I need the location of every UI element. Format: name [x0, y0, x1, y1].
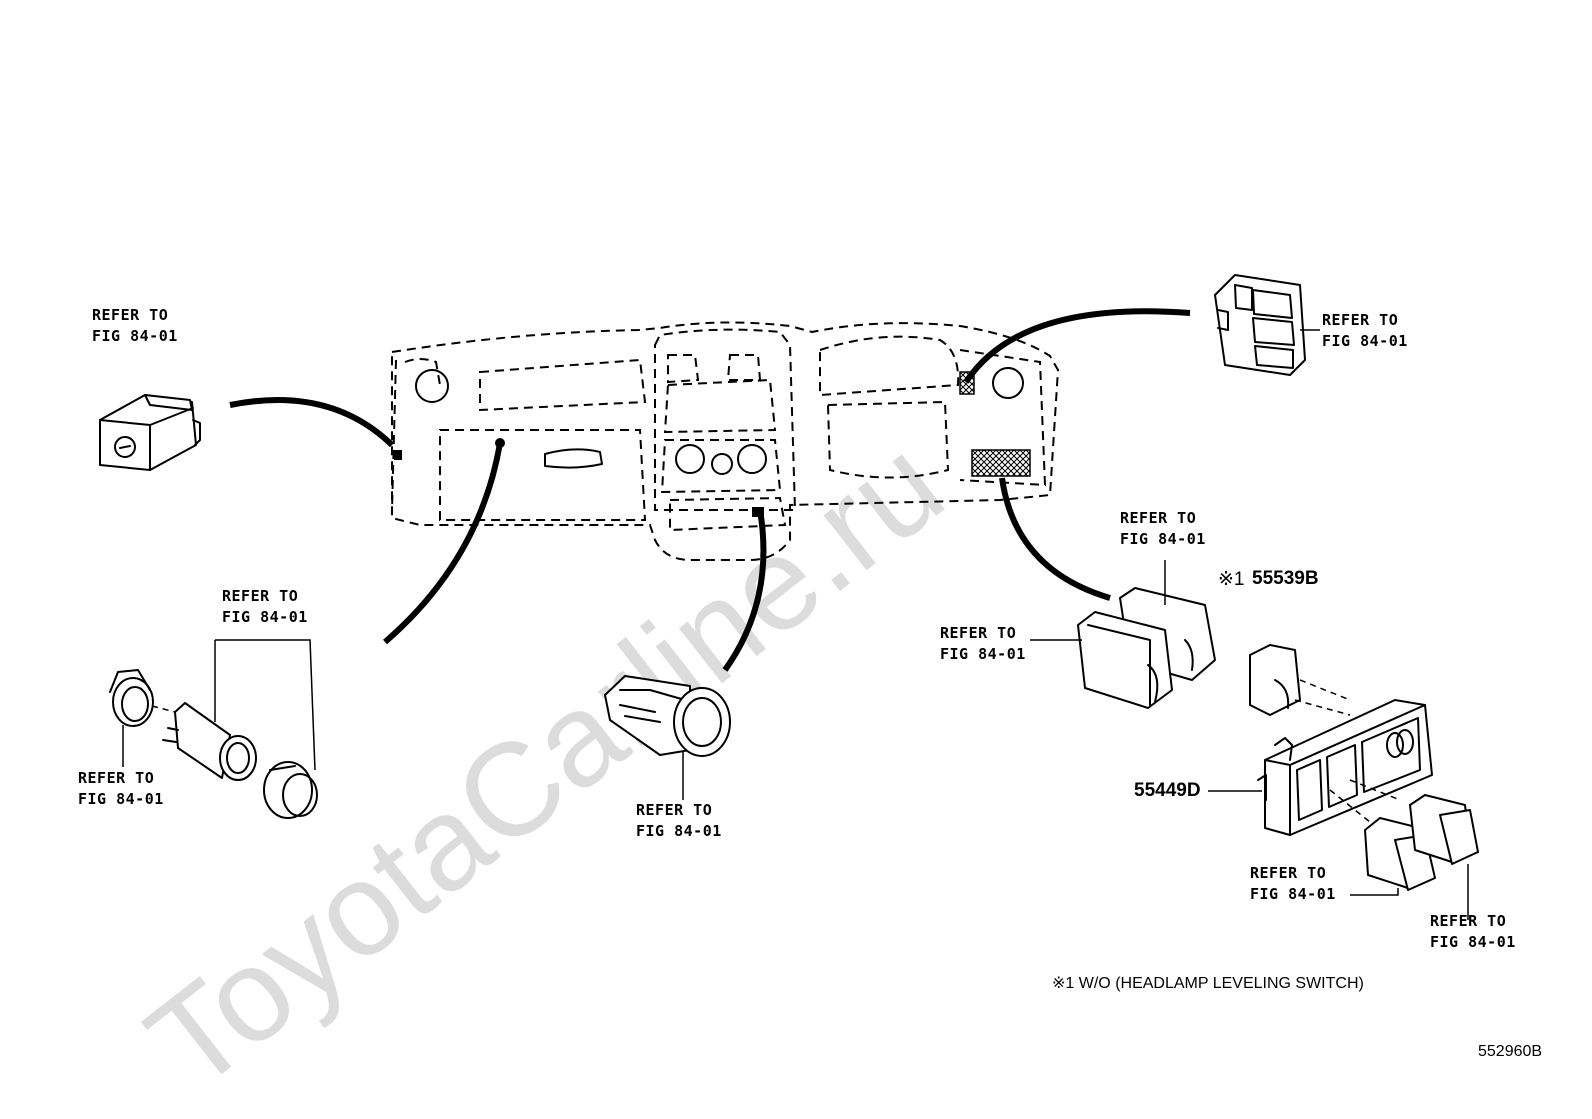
lighter-set	[109, 669, 318, 819]
connector-curves	[229, 308, 1191, 672]
refer-label-small-switch-right: REFER TO FIG 84-01	[1430, 912, 1516, 951]
power-outlet-part	[604, 675, 731, 800]
refer-label-power-outlet: REFER TO FIG 84-01	[636, 801, 722, 840]
lighter-leaders	[122, 639, 316, 771]
footnote: ※1 W/O (HEADLAMP LEVELING SWITCH)	[1052, 975, 1364, 992]
part-number-55449d: 55449D	[1134, 780, 1201, 801]
window-switch-part	[1214, 274, 1320, 376]
illustration-reference-number: 552960B	[1478, 1043, 1543, 1060]
small-switches-part	[1329, 779, 1479, 920]
switch-panel-55449d	[1208, 644, 1433, 836]
refer-label-lighter-top: REFER TO FIG 84-01	[222, 587, 308, 626]
refer-label-window-switch: REFER TO FIG 84-01	[1322, 311, 1408, 350]
refer-label-switch-left: REFER TO FIG 84-01	[940, 624, 1026, 663]
refer-label-switch-upper: REFER TO FIG 84-01	[1120, 509, 1206, 548]
panel-details	[394, 367, 1031, 517]
key-switch-part	[99, 394, 201, 471]
refer-label-key-switch: REFER TO FIG 84-01	[92, 306, 178, 345]
refer-label-lighter-bottom: REFER TO FIG 84-01	[78, 769, 164, 808]
switch-pair-part	[1030, 560, 1216, 709]
refer-label-small-switch-left: REFER TO FIG 84-01	[1250, 864, 1336, 903]
part-55539b-mark: ※1	[1218, 569, 1245, 590]
part-number-55539b: 55539B	[1252, 568, 1319, 589]
instrument-panel	[391, 321, 1060, 561]
